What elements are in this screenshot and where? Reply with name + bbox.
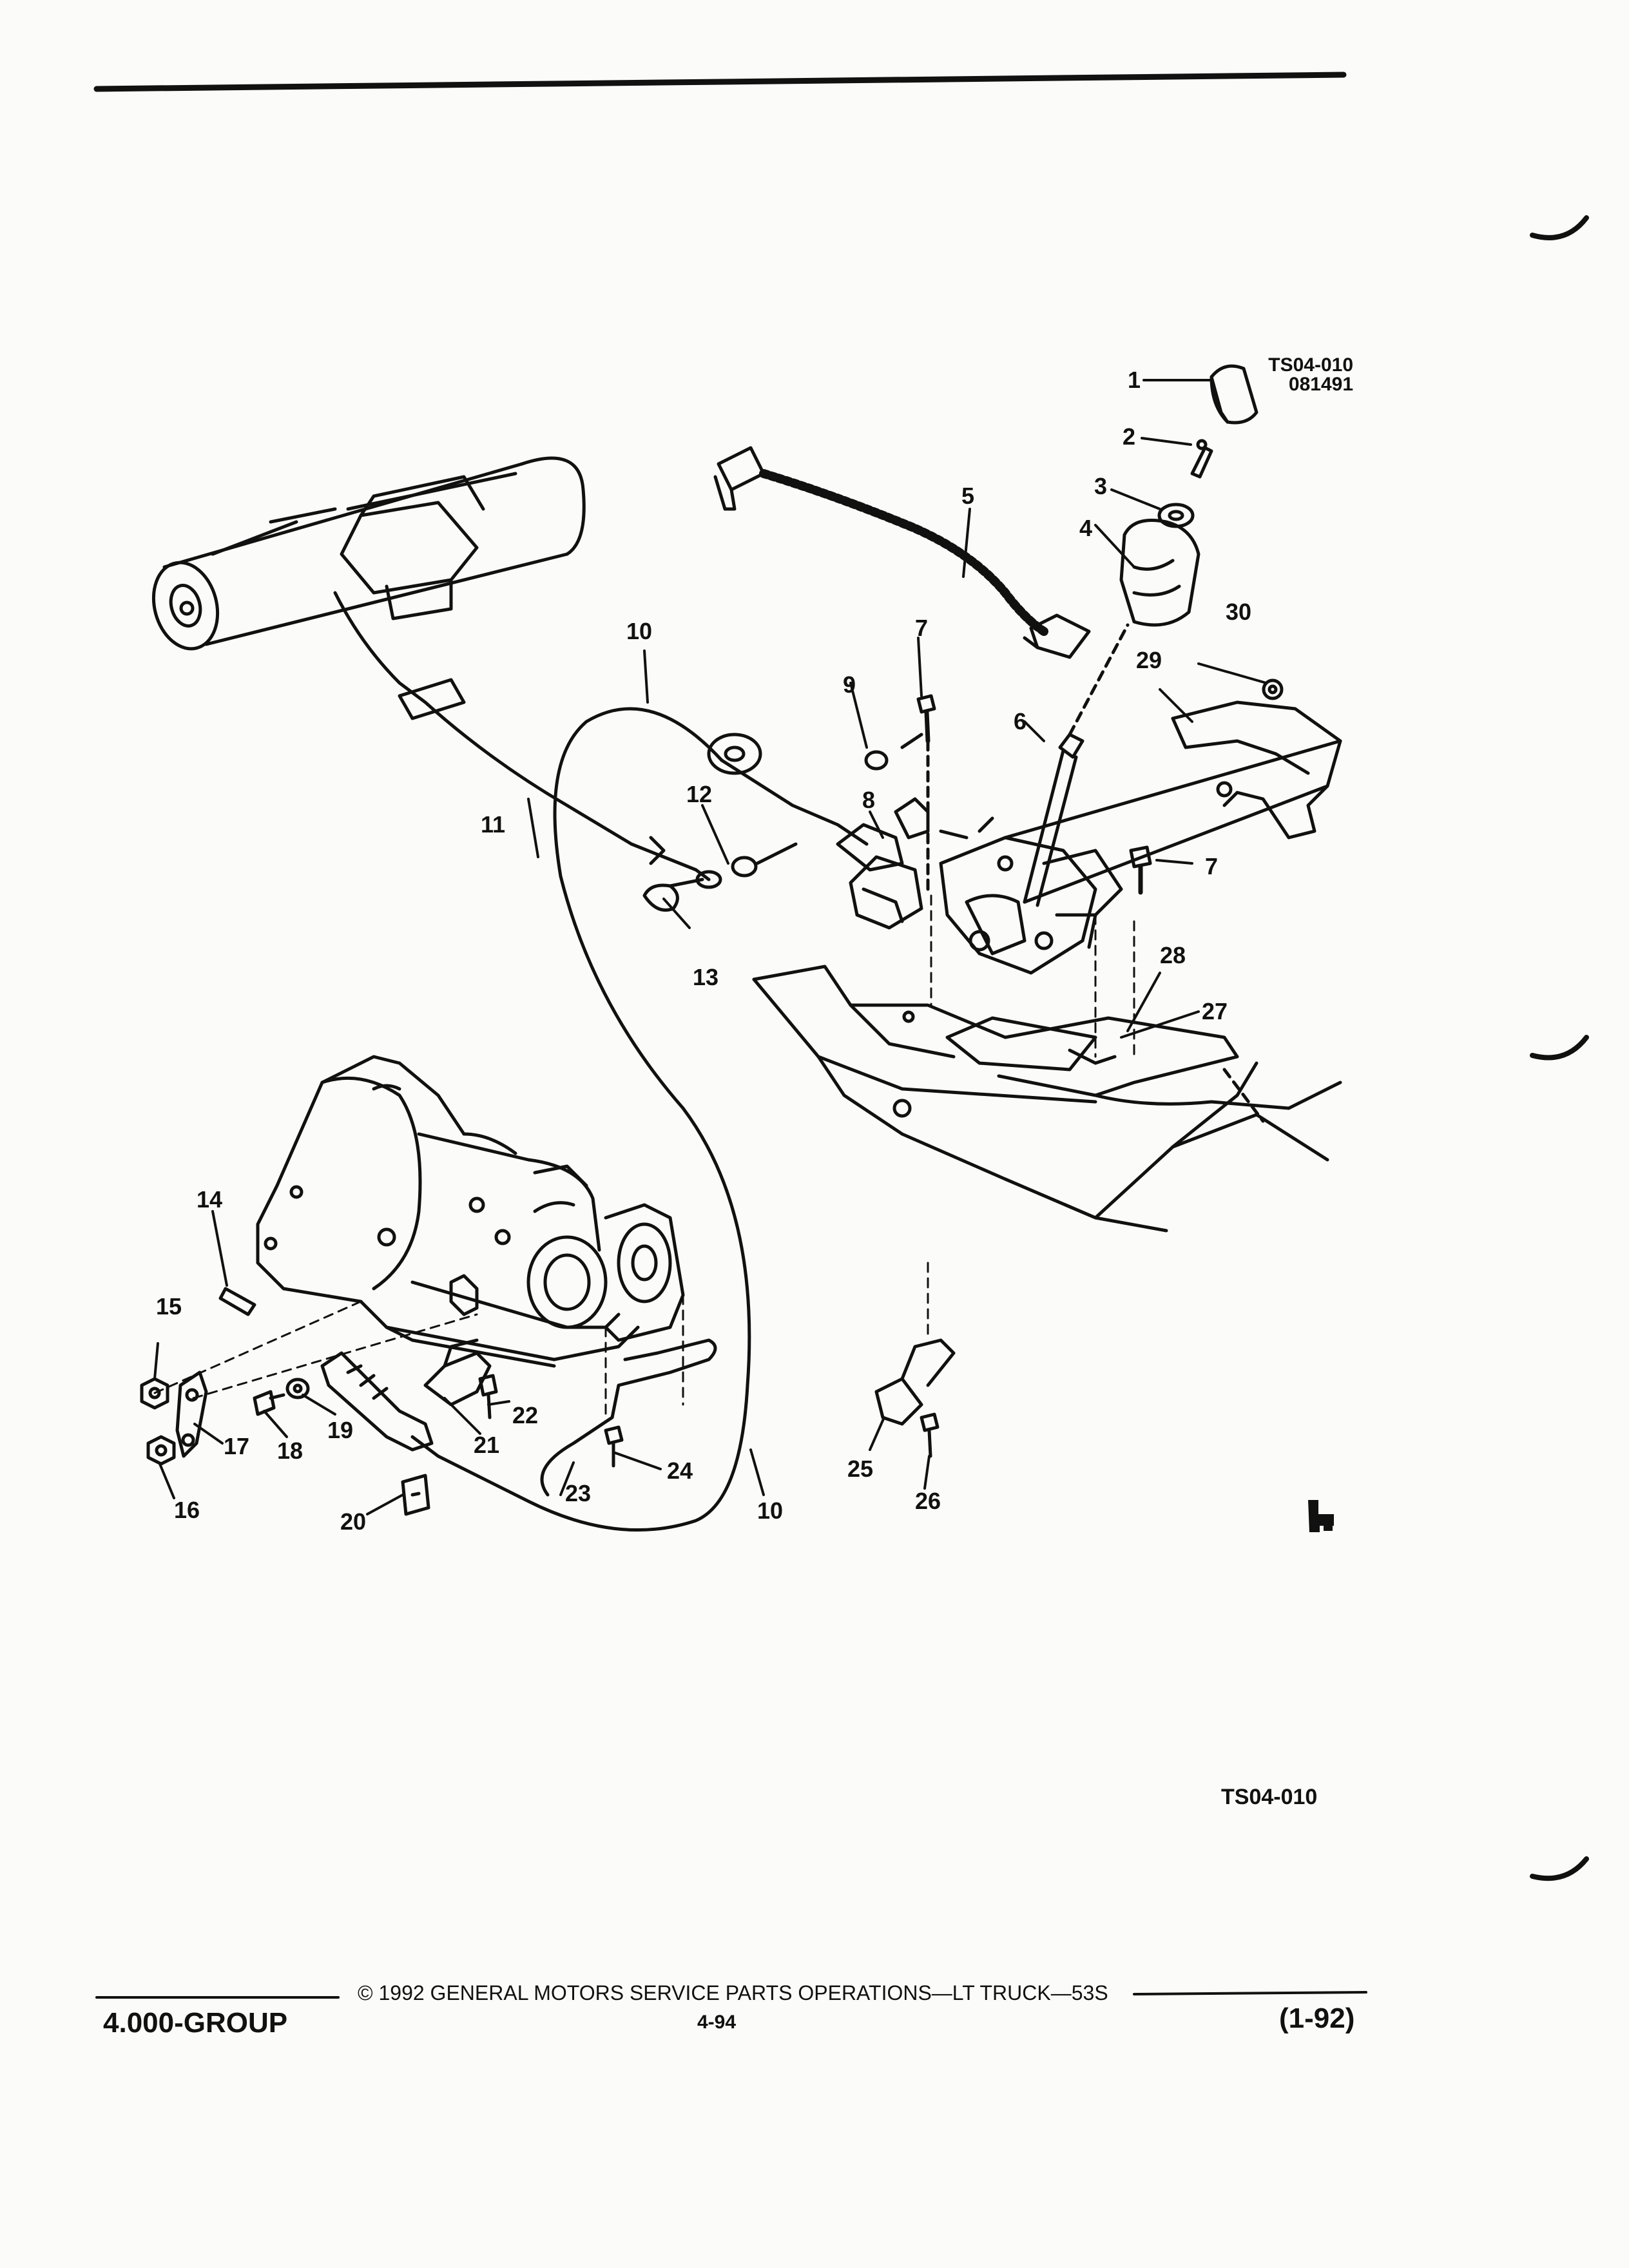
callout-2: 2 [1122, 423, 1136, 450]
callout-7-upper: 7 [914, 615, 929, 641]
shifter-base [939, 816, 1123, 975]
shift-lever [1023, 623, 1130, 907]
callout-14: 14 [196, 1186, 223, 1213]
knob-cap [1210, 364, 1258, 425]
callout-22: 22 [512, 1402, 539, 1428]
transmission [256, 1055, 685, 1368]
clip-20 [401, 1474, 430, 1516]
callout-9: 9 [842, 671, 856, 698]
cable-boot [320, 1351, 434, 1452]
callout-4: 4 [1079, 515, 1093, 541]
callout-5: 5 [961, 483, 975, 509]
callout-18: 18 [276, 1437, 304, 1464]
wiring-harness [713, 446, 1091, 659]
footer-copyright: © 1992 GENERAL MOTORS SERVICE PARTS OPER… [358, 1981, 1108, 2004]
callout-30: 30 [1225, 599, 1252, 625]
drawing-code-top: TS04-010 [1268, 354, 1353, 376]
retainer-25 [874, 1377, 923, 1426]
callout-25: 25 [847, 1456, 874, 1482]
nut-30 [1262, 678, 1284, 700]
callout-3: 3 [1094, 473, 1108, 499]
callout-13: 13 [692, 964, 719, 990]
callout-7-right: 7 [1204, 853, 1219, 879]
rod-23 [540, 1338, 717, 1497]
callout-17: 17 [223, 1433, 250, 1459]
drawing-code-bottom: TS04-010 [1221, 1785, 1318, 1809]
drawing-date-code: 081491 [1288, 374, 1353, 395]
washer-19 [285, 1378, 310, 1399]
callout-28: 28 [1159, 942, 1186, 968]
callout-26: 26 [914, 1488, 941, 1514]
footer-page-number: 4-94 [697, 2012, 737, 2033]
bolt-22 [478, 1374, 498, 1419]
punch-mark [1530, 1035, 1589, 1061]
callout-21: 21 [473, 1432, 500, 1458]
footer-group: 4.000-GROUP [103, 2007, 288, 2039]
steering-column [151, 456, 586, 651]
callout-10-lower: 10 [757, 1497, 784, 1524]
punch-mark [1530, 215, 1589, 240]
gm-logo [1308, 1500, 1334, 1532]
callout-23: 23 [564, 1480, 592, 1506]
indicator-bracket [1003, 700, 1342, 904]
callout-1: 1 [1127, 367, 1141, 393]
stud-18 [253, 1390, 285, 1416]
callout-20: 20 [340, 1508, 367, 1535]
callout-10-upper: 10 [626, 618, 653, 644]
bolt-7-upper [916, 694, 936, 898]
callout-29: 29 [1135, 647, 1162, 673]
bolt-26 [920, 1412, 940, 1458]
bolt-24 [604, 1425, 624, 1468]
floor-bracket [752, 965, 1342, 1233]
shift-knob [1119, 519, 1200, 627]
header-rule [93, 72, 1347, 92]
callout-12: 12 [686, 781, 713, 807]
callout-24: 24 [666, 1457, 693, 1484]
callout-27: 27 [1201, 998, 1228, 1024]
callout-19: 19 [327, 1417, 354, 1443]
callout-8: 8 [862, 787, 876, 813]
bracket-14 [218, 1287, 256, 1316]
knob-pin [1190, 446, 1213, 479]
callout-16: 16 [173, 1497, 200, 1523]
footer-rule [1133, 1991, 1367, 1995]
footer-revision: (1-92) [1279, 2003, 1355, 2034]
callout-11: 11 [480, 811, 506, 838]
nut-16 [146, 1435, 176, 1466]
shift-cable [410, 707, 751, 1532]
drawing-code: TS04-010 081491 [1244, 356, 1353, 394]
park-lock-cable [333, 591, 633, 846]
callout-15: 15 [155, 1293, 182, 1320]
callout-6: 6 [1013, 708, 1027, 735]
punch-mark [1530, 1856, 1589, 1881]
